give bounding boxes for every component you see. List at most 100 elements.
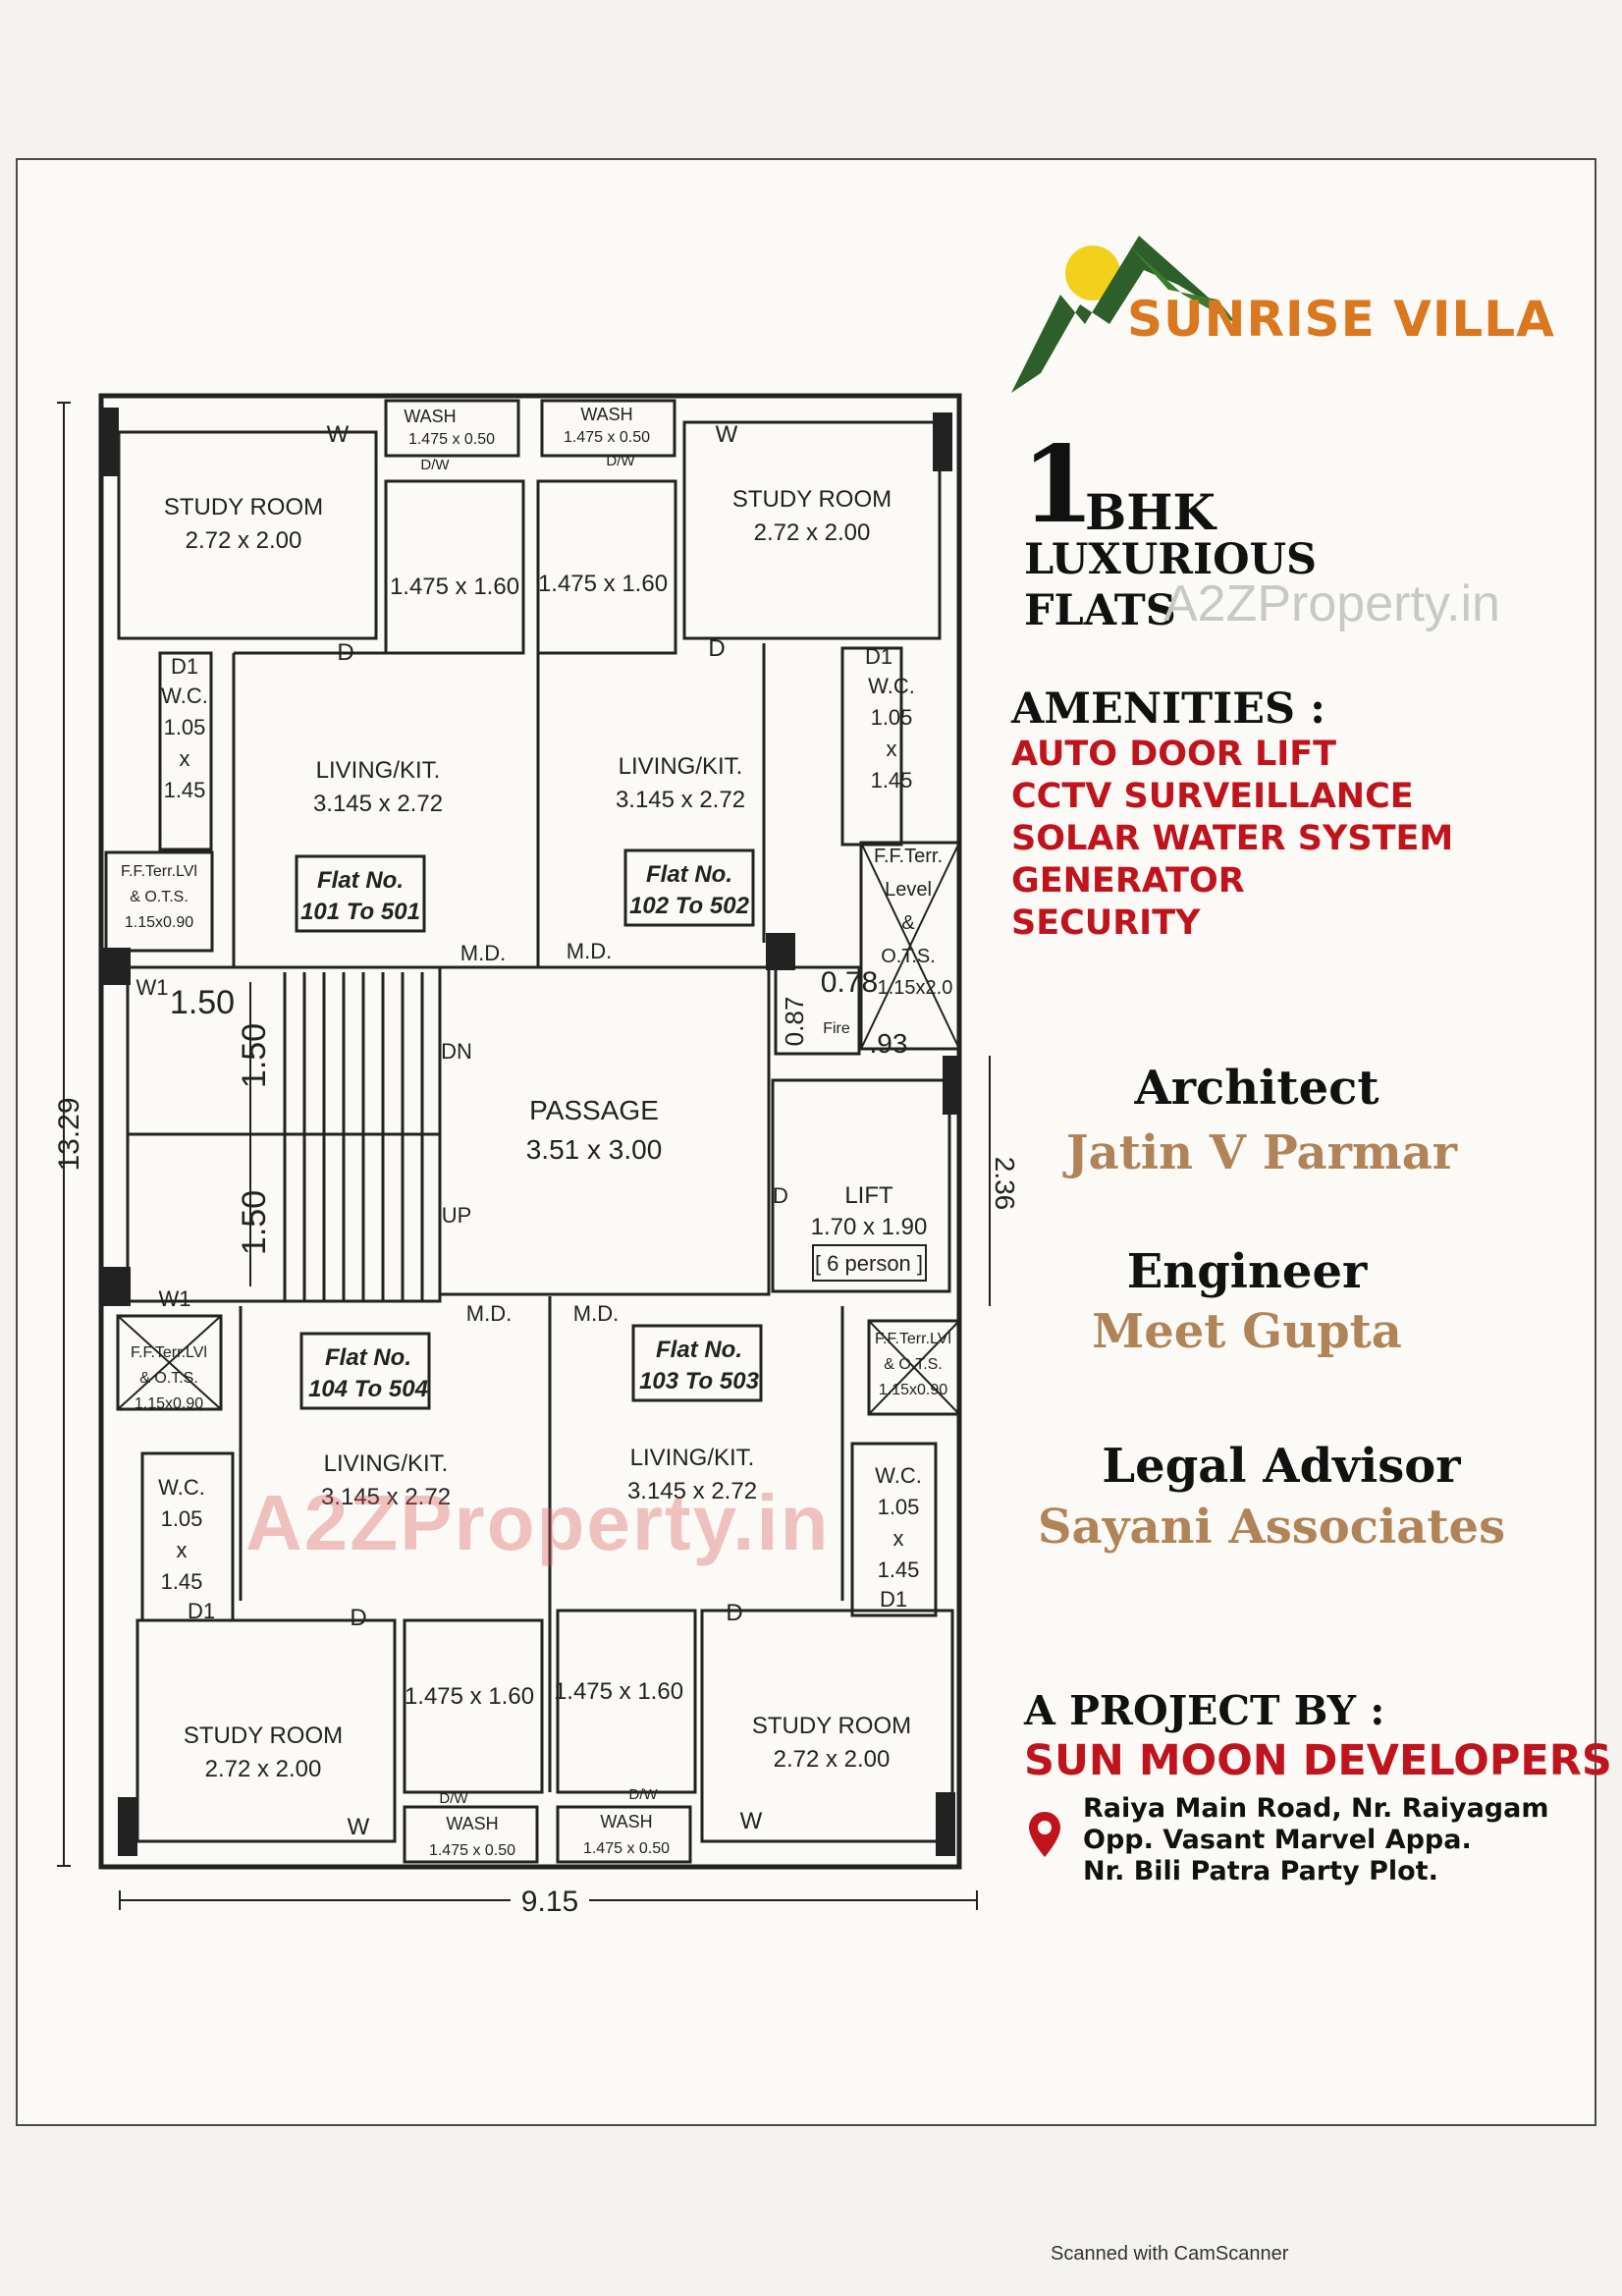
- dw-label-3: D/W: [439, 1790, 468, 1807]
- fire-label: Fire: [823, 1020, 850, 1037]
- ots-l2-br: & O.T.S.: [884, 1356, 943, 1373]
- amenity-item: SECURITY: [1011, 903, 1201, 943]
- wc-w-tl: 1.05: [164, 715, 206, 739]
- wash-label-4: WASH: [600, 1812, 652, 1831]
- bhk-number: 1: [1021, 423, 1096, 547]
- living-label-br: LIVING/KIT.: [630, 1445, 755, 1471]
- fire-extra: .93: [870, 1028, 908, 1059]
- living-size-br: 3.145 x 2.72: [627, 1478, 757, 1504]
- overall-height: 13.29: [53, 1097, 85, 1171]
- ots-l3-br: 1.15x0.90: [879, 1382, 947, 1398]
- window-label-1: W: [327, 421, 350, 448]
- living-size-tl: 3.145 x 2.72: [313, 791, 443, 817]
- title-flats: FLATS: [1024, 586, 1176, 635]
- flat-no-label-tr: Flat No.: [646, 861, 732, 888]
- wc-x-bl: x: [177, 1538, 188, 1562]
- living-size-tr: 3.145 x 2.72: [616, 787, 745, 813]
- wash-size-4: 1.475 x 0.50: [583, 1840, 670, 1857]
- window-label-3: W: [348, 1814, 370, 1840]
- ots-tr-l3: &: [901, 912, 915, 934]
- flat-no-range-bl: 104 To 504: [308, 1376, 428, 1402]
- amenity-item: AUTO DOOR LIFT: [1011, 735, 1337, 774]
- flat-no-label-bl: Flat No.: [325, 1344, 411, 1371]
- bath-size-tl: 1.475 x 1.60: [390, 574, 519, 600]
- wc-w-tr: 1.05: [871, 705, 913, 730]
- ots-l1-bl: F.F.Terr.LVl: [131, 1344, 207, 1361]
- fire-width: 0.78: [821, 966, 878, 999]
- brand-name: SUNRISE VILLA: [1127, 291, 1555, 348]
- bath-size-br: 1.475 x 1.60: [554, 1678, 683, 1705]
- address-line: Opp. Vasant Marvel Appa.: [1083, 1825, 1472, 1855]
- study-label-tl: STUDY ROOM: [164, 494, 323, 520]
- window-w1-top: W1: [136, 975, 169, 1000]
- passage-label: PASSAGE: [529, 1095, 659, 1125]
- wc-label-tr: W.C.: [868, 674, 915, 698]
- scanner-footer: Scanned with CamScanner: [1051, 2243, 1289, 2265]
- wash-label-3: WASH: [446, 1814, 498, 1833]
- door-label-4: D: [726, 1600, 742, 1626]
- main-door-tr: M.D.: [567, 939, 612, 963]
- wash-label-1: WASH: [404, 407, 456, 426]
- living-size-bl: 3.145 x 2.72: [321, 1484, 451, 1510]
- living-label-tr: LIVING/KIT.: [619, 753, 743, 780]
- engineer-role: Engineer: [1126, 1244, 1368, 1299]
- study-label-bl: STUDY ROOM: [184, 1722, 343, 1749]
- study-label-br: STUDY ROOM: [752, 1713, 911, 1739]
- living-label-bl: LIVING/KIT.: [324, 1450, 449, 1477]
- wc-d-tr: D1: [865, 644, 892, 669]
- door-label-3: D: [350, 1605, 366, 1631]
- dw-label-4: D/W: [628, 1786, 658, 1803]
- flat-no-range-tl: 101 To 501: [300, 899, 420, 925]
- ots-l2-tl: & O.T.S.: [130, 889, 189, 905]
- flyer-sheet: [16, 158, 1596, 2126]
- study-size-tl: 2.72 x 2.00: [186, 527, 302, 554]
- stair-up: UP: [442, 1203, 472, 1228]
- flat-no-range-br: 103 To 503: [639, 1368, 760, 1394]
- wash-size-1: 1.475 x 0.50: [408, 431, 495, 448]
- wash-size-2: 1.475 x 0.50: [564, 429, 650, 446]
- ots-tr-l2: Level: [885, 879, 932, 901]
- wc-x-tr: x: [887, 737, 897, 761]
- wc-d-bl: D1: [188, 1599, 215, 1623]
- address-line: Raiya Main Road, Nr. Raiyagam: [1083, 1793, 1549, 1824]
- legal-advisor-name: Sayani Associates: [1037, 1500, 1506, 1555]
- wash-label-2: WASH: [580, 405, 632, 424]
- amenity-item: SOLAR WATER SYSTEM: [1011, 819, 1454, 858]
- architect-role: Architect: [1134, 1061, 1379, 1116]
- lift-capacity: [ 6 person ]: [815, 1251, 923, 1276]
- main-door-tl: M.D.: [460, 941, 506, 965]
- wc-h-tr: 1.45: [871, 768, 913, 793]
- main-door-bl: M.D.: [466, 1301, 512, 1326]
- stair-width-top: 1.50: [170, 984, 235, 1021]
- project-by-label: A PROJECT BY :: [1024, 1687, 1385, 1734]
- window-w1-bottom: W1: [159, 1286, 191, 1311]
- flat-no-label-br: Flat No.: [656, 1337, 742, 1363]
- title-luxurious: LUXURIOUS: [1024, 535, 1318, 584]
- wash-size-3: 1.475 x 0.50: [429, 1842, 515, 1859]
- ots-tr-l5: 1.15x2.0: [878, 977, 953, 999]
- wc-w-bl: 1.05: [161, 1506, 203, 1531]
- legal-advisor-role: Legal Advisor: [1102, 1439, 1461, 1494]
- engineer-name: Meet Gupta: [1092, 1304, 1402, 1359]
- ots-l3-bl: 1.15x0.90: [135, 1395, 203, 1412]
- lift-label: LIFT: [844, 1182, 893, 1209]
- bath-size-bl: 1.475 x 1.60: [405, 1683, 534, 1710]
- wc-label-br: W.C.: [875, 1463, 922, 1488]
- ots-l1-br: F.F.Terr.LVl: [875, 1331, 951, 1347]
- study-label-tr: STUDY ROOM: [732, 486, 892, 513]
- wc-label-tl: W.C.: [161, 683, 208, 708]
- door-label-2: D: [708, 635, 725, 662]
- wc-d-tl: D1: [171, 654, 198, 679]
- location-pin-icon: [1029, 1812, 1060, 1857]
- living-label-tl: LIVING/KIT.: [316, 757, 441, 784]
- ots-l1-tl: F.F.Terr.LVl: [121, 863, 197, 880]
- wc-h-tl: 1.45: [164, 778, 206, 802]
- overall-width: 9.15: [521, 1886, 578, 1918]
- amenities-heading: AMENITIES :: [1011, 684, 1325, 734]
- window-label-2: W: [716, 421, 738, 448]
- dw-label-1: D/W: [420, 457, 450, 473]
- wc-h-bl: 1.45: [161, 1569, 203, 1594]
- wc-w-br: 1.05: [878, 1495, 920, 1519]
- ots-l2-bl: & O.T.S.: [139, 1370, 198, 1387]
